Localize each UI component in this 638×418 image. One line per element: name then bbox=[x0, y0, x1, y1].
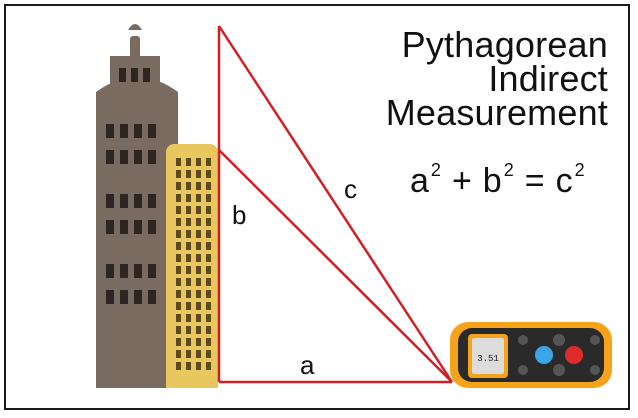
window bbox=[186, 338, 191, 346]
window bbox=[196, 218, 201, 226]
window bbox=[206, 230, 211, 238]
window bbox=[186, 218, 191, 226]
window bbox=[196, 254, 201, 262]
title-line-1: Pythagorean bbox=[401, 24, 608, 65]
window bbox=[196, 170, 201, 178]
tall-building bbox=[96, 24, 178, 388]
label-side-c: c bbox=[344, 174, 357, 204]
window bbox=[196, 182, 201, 190]
label-side-a: a bbox=[300, 350, 315, 380]
window bbox=[206, 302, 211, 310]
window bbox=[196, 350, 201, 358]
window bbox=[206, 194, 211, 202]
window bbox=[206, 218, 211, 226]
formula-b: b bbox=[482, 162, 503, 200]
title-line-3: Measurement bbox=[385, 92, 608, 133]
window bbox=[196, 362, 201, 370]
window bbox=[196, 206, 201, 214]
window bbox=[176, 218, 181, 226]
window bbox=[196, 302, 201, 310]
window bbox=[186, 206, 191, 214]
pythagorean-formula: a2+b2=c2 bbox=[410, 160, 586, 201]
window bbox=[186, 362, 191, 370]
hypotenuse-inner-line bbox=[218, 149, 453, 383]
triangle bbox=[217, 25, 454, 384]
short-building-windows bbox=[176, 158, 211, 370]
window bbox=[206, 206, 211, 214]
window bbox=[186, 266, 191, 274]
formula-equals: = bbox=[524, 162, 546, 200]
device-screen-text: 3.51 bbox=[477, 354, 499, 364]
formula-c: c bbox=[555, 162, 574, 200]
window bbox=[196, 278, 201, 286]
window bbox=[176, 206, 181, 214]
window bbox=[186, 242, 191, 250]
window bbox=[176, 362, 181, 370]
window bbox=[206, 290, 211, 298]
window bbox=[176, 230, 181, 238]
window bbox=[206, 242, 211, 250]
window bbox=[176, 170, 181, 178]
formula-a-exponent: 2 bbox=[430, 160, 442, 180]
window bbox=[176, 254, 181, 262]
formula-a: a bbox=[410, 162, 430, 200]
window bbox=[176, 302, 181, 310]
laser-distance-meter-icon: 3.51 bbox=[450, 322, 612, 388]
window bbox=[206, 182, 211, 190]
title-line-2: Indirect bbox=[488, 58, 608, 99]
tall-building-windows bbox=[106, 68, 156, 304]
window bbox=[176, 326, 181, 334]
window bbox=[206, 362, 211, 370]
label-side-b: b bbox=[232, 200, 247, 230]
window bbox=[206, 326, 211, 334]
window bbox=[206, 170, 211, 178]
window bbox=[186, 170, 191, 178]
window bbox=[176, 182, 181, 190]
window bbox=[196, 326, 201, 334]
window bbox=[176, 266, 181, 274]
window bbox=[196, 314, 201, 322]
window bbox=[176, 278, 181, 286]
window bbox=[186, 230, 191, 238]
window bbox=[176, 290, 181, 298]
window bbox=[206, 338, 211, 346]
window bbox=[186, 254, 191, 262]
window bbox=[186, 326, 191, 334]
formula-c-exponent: 2 bbox=[574, 160, 586, 180]
window bbox=[206, 158, 211, 166]
formula-plus: + bbox=[451, 162, 473, 200]
window bbox=[206, 278, 211, 286]
window bbox=[186, 278, 191, 286]
window bbox=[206, 314, 211, 322]
hypotenuse-c-line bbox=[217, 25, 454, 383]
window bbox=[176, 338, 181, 346]
window bbox=[196, 290, 201, 298]
window bbox=[196, 242, 201, 250]
window bbox=[196, 230, 201, 238]
window bbox=[176, 350, 181, 358]
window bbox=[176, 158, 181, 166]
window bbox=[176, 242, 181, 250]
window bbox=[176, 194, 181, 202]
window bbox=[196, 338, 201, 346]
window bbox=[186, 158, 191, 166]
window bbox=[196, 158, 201, 166]
window bbox=[176, 314, 181, 322]
window bbox=[196, 194, 201, 202]
window bbox=[186, 290, 191, 298]
window bbox=[186, 194, 191, 202]
window bbox=[186, 350, 191, 358]
window bbox=[196, 266, 201, 274]
window bbox=[206, 350, 211, 358]
formula-b-exponent: 2 bbox=[503, 160, 515, 180]
window bbox=[206, 254, 211, 262]
window bbox=[186, 302, 191, 310]
window bbox=[206, 266, 211, 274]
window bbox=[186, 314, 191, 322]
window bbox=[186, 182, 191, 190]
short-building bbox=[166, 144, 218, 388]
